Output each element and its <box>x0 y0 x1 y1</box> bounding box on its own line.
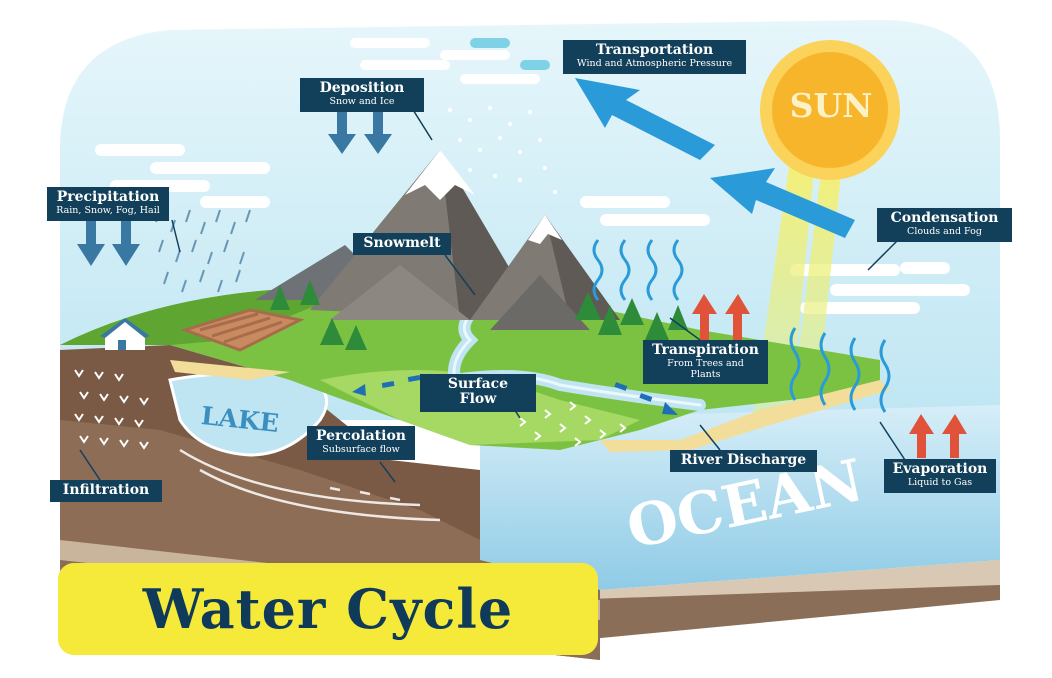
label-river-discharge-title: River Discharge <box>680 452 807 468</box>
label-precipitation-subtitle: Rain, Snow, Fog, Hail <box>56 205 160 217</box>
label-deposition-title: Deposition <box>319 80 405 96</box>
label-surface-flow-title: Surface Flow <box>447 376 509 408</box>
sun <box>760 40 900 180</box>
label-surface-flow: Surface Flow <box>420 374 536 412</box>
label-evaporation-title: Evaporation <box>892 461 988 477</box>
percolation-streaks <box>179 448 441 522</box>
surface-flow-arrows <box>519 401 627 447</box>
label-precipitation-title: Precipitation <box>56 189 160 205</box>
farm-field <box>180 308 305 352</box>
snow <box>448 106 557 194</box>
sun-label: SUN <box>789 86 873 125</box>
label-condensation-subtitle: Clouds and Fog <box>907 226 982 238</box>
precipitation-arrows <box>77 220 140 266</box>
label-deposition-subtitle: Snow and Ice <box>329 96 395 108</box>
diagram-title: Water Cycle <box>142 577 514 641</box>
mountains <box>255 150 620 330</box>
wind-arrows <box>575 78 855 238</box>
flow-arrows <box>352 374 678 415</box>
label-snowmelt-title: Snowmelt <box>363 235 441 251</box>
label-condensation: Condensation Clouds and Fog <box>877 208 1012 242</box>
heat-arrows <box>692 294 967 458</box>
beach <box>170 360 290 380</box>
title-banner <box>58 563 598 655</box>
beach-2 <box>600 380 890 452</box>
infiltration-arrows <box>74 369 149 450</box>
label-evaporation-subtitle: Liquid to Gas <box>907 477 973 489</box>
label-percolation: Percolation Subsurface flow <box>307 426 415 460</box>
label-river-discharge: River Discharge <box>670 450 817 473</box>
label-transpiration: Transpiration From Trees and Plants <box>643 340 768 385</box>
label-infiltration-title: Infiltration <box>62 482 150 498</box>
label-precipitation: Precipitation Rain, Snow, Fog, Hail <box>47 187 169 221</box>
label-transportation-subtitle: Wind and Atmospheric Pressure <box>576 58 733 70</box>
label-snowmelt: Snowmelt <box>353 233 451 256</box>
label-percolation-title: Percolation <box>316 428 406 444</box>
label-transpiration-title: Transpiration <box>652 342 759 358</box>
trees <box>270 280 688 350</box>
label-infiltration: Infiltration <box>50 480 162 503</box>
label-percolation-subtitle: Subsurface flow <box>322 444 400 456</box>
label-condensation-title: Condensation <box>890 210 999 226</box>
label-evaporation: Evaporation Liquid to Gas <box>884 459 996 493</box>
label-transportation: Transportation Wind and Atmospheric Pres… <box>563 40 746 74</box>
leader-lines <box>79 104 906 483</box>
evaporation-wisps <box>789 327 891 413</box>
deposition-arrows <box>328 112 392 154</box>
label-transpiration-subtitle: From Trees and Plants <box>667 358 744 380</box>
house <box>100 318 150 350</box>
transpiration-wisps <box>592 239 684 301</box>
label-deposition: Deposition Snow and Ice <box>300 78 424 112</box>
label-transportation-title: Transportation <box>595 42 714 58</box>
